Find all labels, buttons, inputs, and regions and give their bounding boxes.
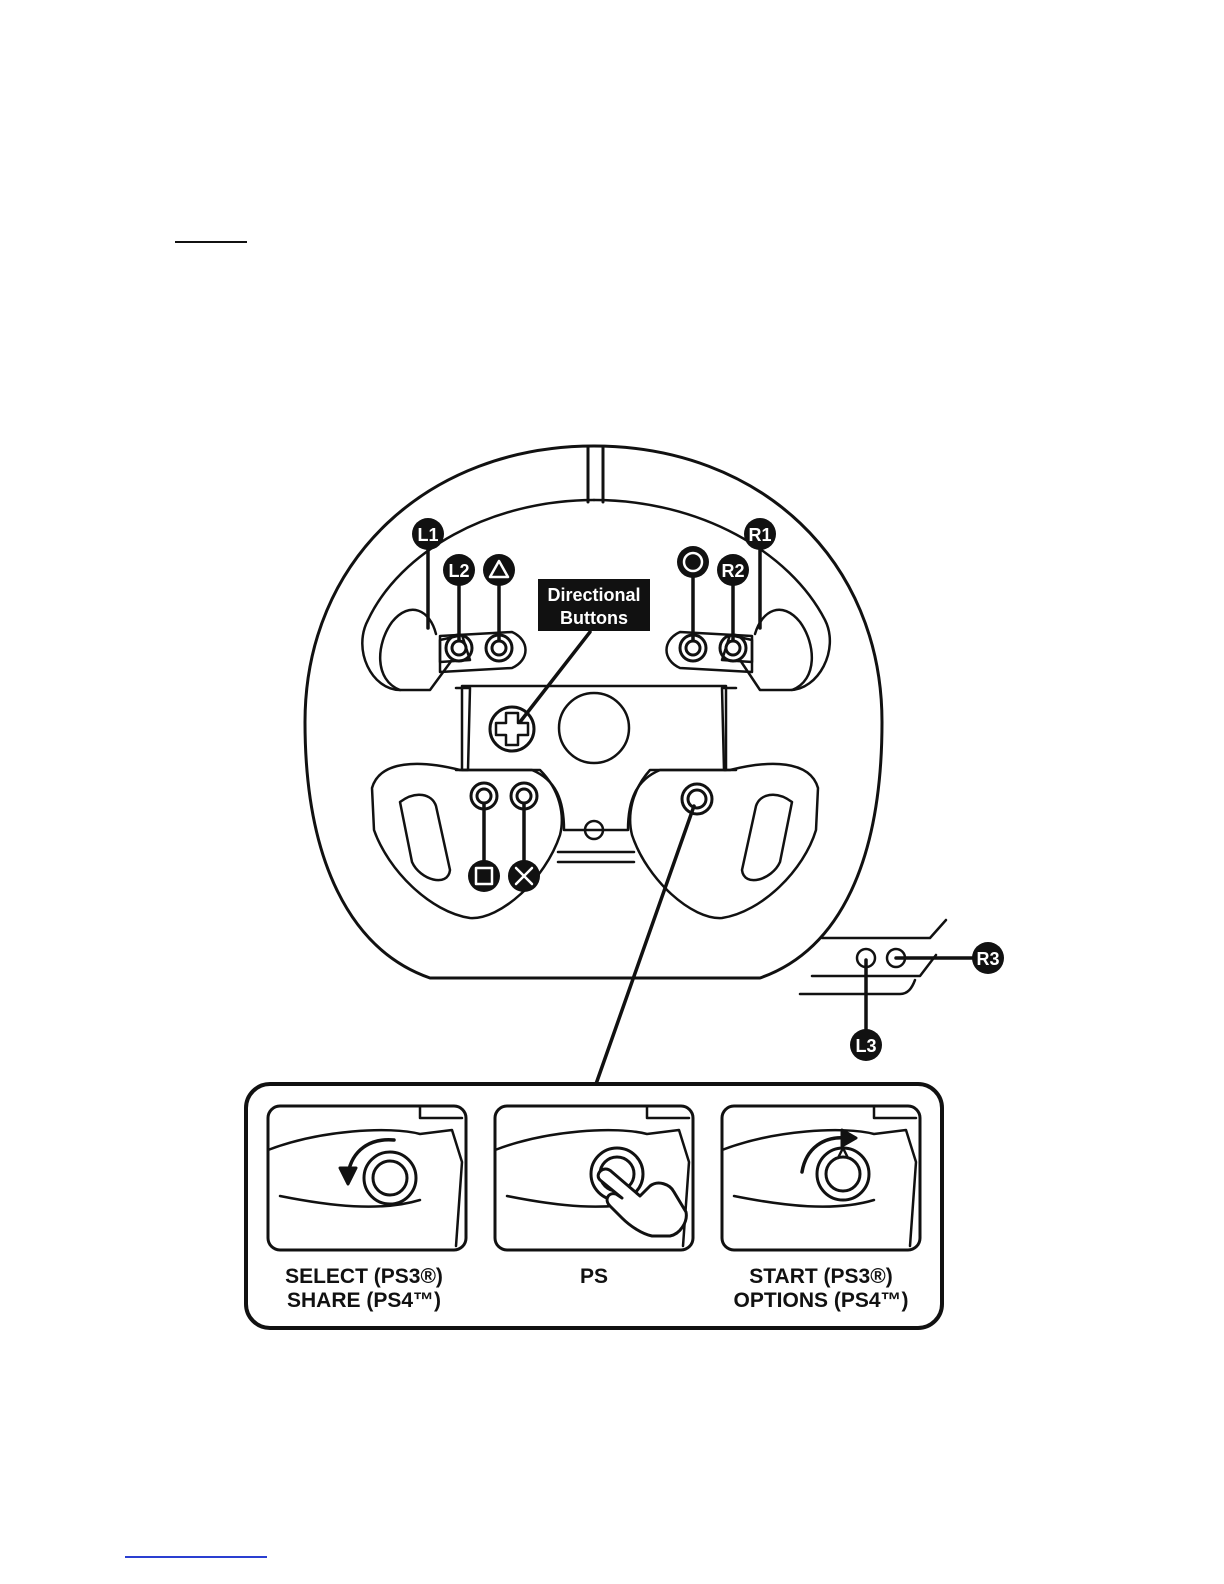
wheel-rim — [305, 446, 882, 978]
circle-icon — [677, 546, 709, 578]
panel-ps: PS — [495, 1106, 693, 1288]
r1-badge: R1 — [744, 518, 776, 550]
square-icon — [468, 860, 500, 892]
r3-badge: R3 — [972, 942, 1004, 974]
svg-text:L2: L2 — [448, 561, 469, 581]
svg-text:L3: L3 — [855, 1036, 876, 1056]
right-upper-paddle — [722, 610, 812, 690]
l2-badge: L2 — [443, 554, 475, 586]
l3-badge: L3 — [850, 1029, 882, 1061]
panel-select-share-line1: SELECT (PS3®) — [285, 1265, 443, 1288]
svg-text:L1: L1 — [417, 525, 438, 545]
hub-center-emblem — [559, 693, 629, 763]
panel-start-options: START (PS3®) OPTIONS (PS4™) — [722, 1106, 920, 1312]
svg-text:R3: R3 — [976, 949, 999, 969]
panel-select-share-line2: SHARE (PS4™) — [287, 1289, 441, 1312]
svg-text:R1: R1 — [748, 525, 771, 545]
l1-badge: L1 — [412, 518, 444, 550]
panel-select-share: SELECT (PS3®) SHARE (PS4™) — [268, 1106, 466, 1312]
r2-badge: R2 — [717, 554, 749, 586]
left-upper-paddle — [380, 610, 470, 690]
rotary-encoder-button[interactable] — [682, 784, 712, 814]
right-lower-grip — [630, 764, 818, 918]
triangle-icon — [483, 554, 515, 586]
panel-start-options-line1: START (PS3®) — [749, 1265, 892, 1288]
cross-icon — [508, 860, 540, 892]
panel-start-options-line2: OPTIONS (PS4™) — [733, 1289, 908, 1312]
svg-text:R2: R2 — [721, 561, 744, 581]
panel-ps-line1: PS — [580, 1265, 608, 1288]
directional-buttons-label: Directional Buttons — [538, 579, 650, 631]
svg-text:Directional: Directional — [547, 585, 640, 605]
svg-text:Buttons: Buttons — [560, 608, 628, 628]
